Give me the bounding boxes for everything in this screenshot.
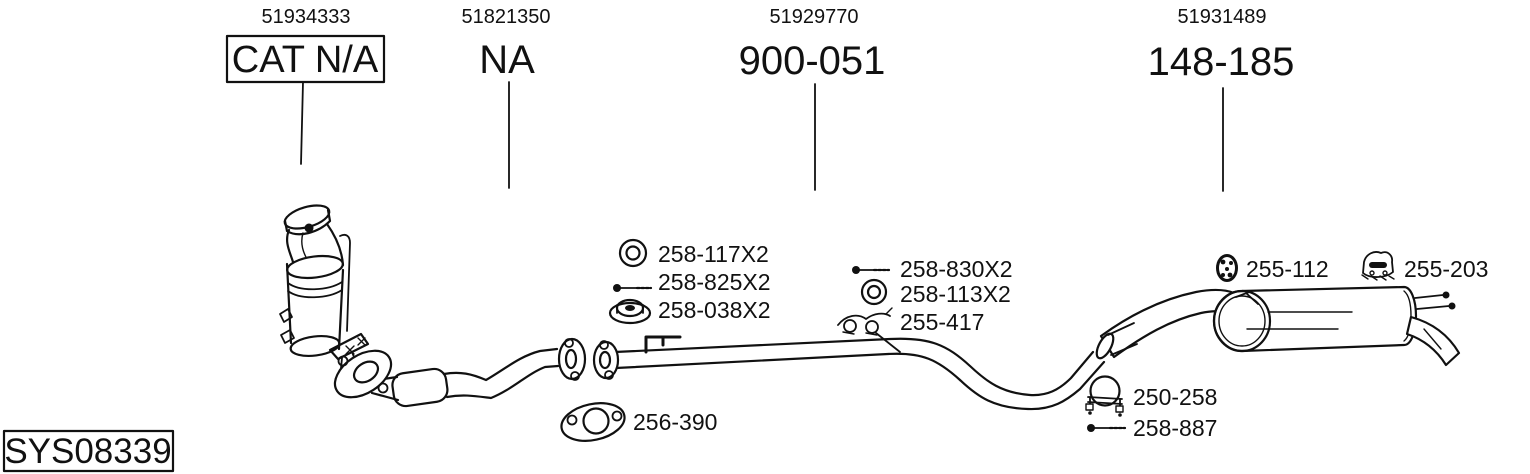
pipe-hanger-rod xyxy=(644,335,682,354)
label-column-catalytic-converter: 51934333 CAT N/A xyxy=(225,6,386,165)
washer-ring-icon xyxy=(618,238,648,268)
rear-muffler-label: 148-185 xyxy=(1148,40,1295,84)
callout-label: 258-038X2 xyxy=(658,297,771,323)
rubber-hanger-icon xyxy=(1216,254,1238,282)
cat-label: CAT N/A xyxy=(232,39,379,81)
tailpipe xyxy=(1405,315,1461,367)
callout-label: 255-203 xyxy=(1404,256,1488,282)
hanger-bracket-icon xyxy=(837,307,893,336)
callout-label: 258-113X2 xyxy=(900,281,1011,307)
system-code-box xyxy=(2,429,175,473)
flange-gasket-icon xyxy=(560,402,626,442)
system-code: SYS08339 xyxy=(2,429,175,473)
label-column-front-pipe: 51821350 NA xyxy=(462,6,551,189)
flange-nut-icon xyxy=(608,298,652,325)
callout-bracket-center: 255-417 xyxy=(837,307,984,353)
callout-hanger-rear: 255-112 xyxy=(1216,254,1329,282)
flex-braid-section xyxy=(391,367,449,408)
callout-clamp-rear: 250-258 xyxy=(1085,375,1217,417)
hex-bolt-icon xyxy=(852,266,891,274)
callout-bolt-rear: 258-887 xyxy=(1087,415,1217,441)
leader-line-cat xyxy=(300,81,304,165)
mount-bracket-icon xyxy=(1361,251,1395,281)
pipe-slot-cuts xyxy=(1107,322,1138,356)
callout-bolt-front: 258-825X2 xyxy=(613,269,771,295)
callout-washer-center: 258-113X2 xyxy=(860,278,1011,307)
callout-label: 255-112 xyxy=(1246,256,1329,282)
label-column-rear-muffler: 51931489 148-185 xyxy=(1148,6,1295,192)
bracket-leader-line xyxy=(875,332,901,353)
callout-washer-front: 258-117X2 xyxy=(618,238,769,268)
catalytic-converter-drawing xyxy=(279,204,370,369)
label-column-center-pipe: 51929770 900-051 xyxy=(739,6,886,191)
callout-label: 258-830X2 xyxy=(900,256,1013,282)
cat-label-box xyxy=(225,34,386,84)
callout-label: 256-390 xyxy=(633,409,717,435)
callout-mount-rear: 255-203 xyxy=(1361,251,1488,282)
callout-label: 255-417 xyxy=(900,309,984,335)
hanger-pins xyxy=(1414,294,1450,310)
callout-nut-front: 258-038X2 xyxy=(608,297,771,325)
callout-label: 258-117X2 xyxy=(658,241,769,267)
washer-ring-icon xyxy=(860,278,888,306)
front-pipe-label: NA xyxy=(479,38,535,82)
callout-bolt-center: 258-830X2 xyxy=(852,256,1013,282)
callout-label: 258-825X2 xyxy=(658,269,771,295)
front-pipe-drawing xyxy=(333,337,587,408)
callout-label: 250-258 xyxy=(1133,384,1217,410)
center-pipe-drawing xyxy=(592,335,1106,411)
hex-bolt-icon xyxy=(1087,424,1127,432)
part-number-rear-muffler: 51931489 xyxy=(1178,6,1267,28)
part-number-front-pipe: 51821350 xyxy=(462,6,551,28)
part-number-cat: 51934333 xyxy=(262,6,351,28)
callout-label: 258-887 xyxy=(1133,415,1217,441)
center-pipe-label: 900-051 xyxy=(739,39,886,83)
front-flange xyxy=(333,349,393,399)
system-code-label: SYS08339 xyxy=(4,432,171,471)
callout-gasket: 256-390 xyxy=(560,402,717,442)
rear-muffler-drawing xyxy=(1095,285,1461,367)
pipe-clamp-icon xyxy=(1085,375,1124,417)
part-number-center-pipe: 51929770 xyxy=(770,6,859,28)
hex-bolt-icon xyxy=(613,284,653,292)
